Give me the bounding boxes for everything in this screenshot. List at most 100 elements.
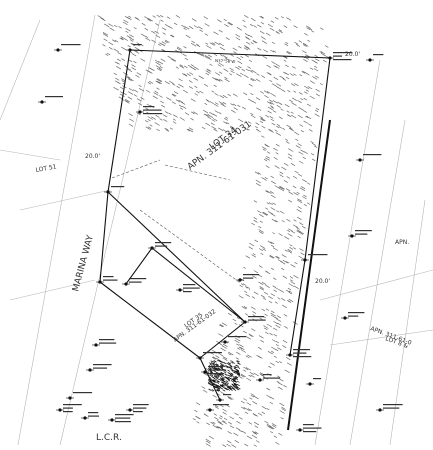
hatch-stroke xyxy=(151,116,156,120)
hatch-stroke xyxy=(265,157,270,161)
hatch-stroke xyxy=(210,421,215,425)
hatch-stroke xyxy=(273,435,277,438)
hatch-stroke xyxy=(211,119,216,122)
hatch-stroke xyxy=(213,53,218,57)
hatch-stroke xyxy=(237,372,241,376)
hatch-stroke xyxy=(216,385,220,388)
hatch-stroke xyxy=(305,89,309,92)
hatch-stroke xyxy=(250,77,256,82)
annotation-mark xyxy=(228,336,247,338)
hatch-stroke xyxy=(136,98,142,102)
hatch-stroke xyxy=(252,275,257,279)
hatch-stroke xyxy=(223,380,227,383)
hatch-stroke xyxy=(221,378,225,381)
hatch-stroke xyxy=(287,156,293,160)
hatch-stroke xyxy=(287,153,293,157)
hatch-stroke xyxy=(151,39,157,43)
hatch-stroke xyxy=(267,23,273,28)
hatch-stroke xyxy=(240,72,244,76)
hatch-stroke xyxy=(156,78,162,83)
hatch-stroke xyxy=(277,381,283,386)
hatch-stroke xyxy=(257,210,262,214)
hatch-stroke xyxy=(287,287,292,291)
hatch-stroke xyxy=(156,87,160,90)
hatch-stroke xyxy=(253,219,258,223)
hatch-stroke xyxy=(287,114,291,117)
annotation-mark xyxy=(208,373,225,375)
hatch-stroke xyxy=(272,232,276,235)
hatch-stroke xyxy=(215,355,220,359)
hatch-stroke xyxy=(272,339,276,342)
hatch-stroke xyxy=(171,34,175,38)
hatch-stroke xyxy=(230,380,234,383)
hatch-stroke xyxy=(322,59,327,63)
hatch-stroke xyxy=(236,370,240,373)
hatch-stroke xyxy=(113,48,119,53)
hatch-stroke xyxy=(164,111,169,114)
hatch-stroke xyxy=(216,376,219,379)
hatch-stroke xyxy=(228,353,232,356)
hatch-stroke xyxy=(235,375,239,379)
hatch-stroke xyxy=(237,362,241,365)
hatch-stroke xyxy=(300,130,304,133)
hatch-stroke xyxy=(235,37,241,41)
hatch-stroke xyxy=(212,380,216,383)
hatch-stroke xyxy=(235,364,238,367)
hatch-stroke xyxy=(309,95,315,100)
hatch-stroke xyxy=(232,318,237,322)
hatch-stroke xyxy=(172,118,176,121)
hatch-stroke xyxy=(243,74,249,79)
hatch-stroke xyxy=(223,383,227,386)
hatch-stroke xyxy=(307,182,311,185)
hatch-stroke xyxy=(227,379,231,382)
annotation-mark xyxy=(61,44,81,46)
hatch-stroke xyxy=(287,90,291,93)
hatch-stroke xyxy=(164,40,168,44)
hatch-stroke xyxy=(219,46,226,51)
hatch-stroke xyxy=(171,93,176,97)
hatch-stroke xyxy=(240,373,247,378)
hatch-stroke xyxy=(289,99,293,103)
hatch-stroke xyxy=(265,190,269,193)
hatch-stroke xyxy=(270,175,274,179)
hatch-stroke xyxy=(269,27,275,32)
hatch-stroke xyxy=(245,367,251,371)
hatch-stroke xyxy=(184,26,190,30)
hatch-stroke xyxy=(303,120,308,124)
lcr-label: L.C.R. xyxy=(96,433,122,443)
hatch-stroke xyxy=(219,324,223,328)
annotation-mark xyxy=(155,242,172,244)
hatch-stroke xyxy=(269,79,273,83)
hatch-stroke xyxy=(302,179,308,183)
hatch-stroke xyxy=(289,127,293,130)
hatch-stroke xyxy=(284,249,288,252)
hatch-stroke xyxy=(270,118,275,122)
hatch-stroke xyxy=(230,377,234,381)
hatch-stroke xyxy=(274,219,279,223)
hatch-stroke xyxy=(227,22,233,26)
hatch-stroke xyxy=(236,369,240,372)
hatch-stroke xyxy=(218,127,224,132)
hatch-stroke xyxy=(201,53,205,56)
hatch-stroke xyxy=(218,29,223,33)
hatch-stroke xyxy=(136,112,141,116)
hatch-stroke xyxy=(233,366,237,369)
hatch-stroke xyxy=(226,385,230,388)
hatch-stroke xyxy=(226,443,231,447)
hatch-stroke xyxy=(235,377,238,381)
hatch-stroke xyxy=(147,81,152,85)
hatch-stroke xyxy=(231,383,235,386)
hatch-stroke xyxy=(233,383,237,387)
hatch-stroke xyxy=(205,443,211,447)
hatch-stroke xyxy=(223,121,228,125)
hatch-stroke xyxy=(183,27,187,31)
hatch-stroke xyxy=(273,355,277,358)
hatch-stroke xyxy=(257,412,263,416)
hatch-stroke xyxy=(213,31,219,35)
hatch-stroke xyxy=(235,357,239,360)
hatch-stroke xyxy=(241,68,246,72)
hatch-stroke xyxy=(314,54,318,58)
hatch-stroke xyxy=(282,275,288,279)
hatch-stroke xyxy=(262,212,268,216)
hatch-stroke xyxy=(205,99,209,102)
